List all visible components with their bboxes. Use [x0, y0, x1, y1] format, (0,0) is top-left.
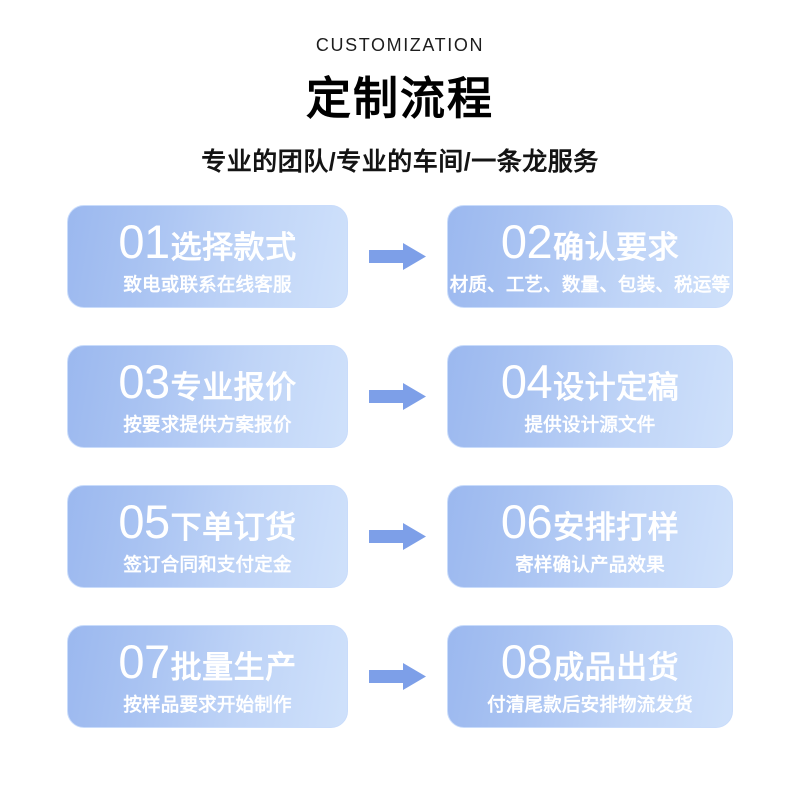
- step-card-heading: 03 专业报价: [118, 358, 296, 405]
- step-description: 材质、工艺、数量、包装、税运等: [449, 274, 731, 296]
- arrow-right-icon: [369, 243, 426, 270]
- step-title: 下单订货: [170, 510, 297, 546]
- arrow-right-icon: [369, 663, 426, 690]
- step-number: 08: [500, 635, 553, 689]
- step-card-04[interactable]: 04 设计定稿 提供设计源文件: [447, 345, 733, 448]
- step-title: 批量生产: [170, 650, 297, 686]
- step-number: 06: [500, 495, 553, 549]
- step-number: 05: [118, 495, 170, 549]
- step-card-03[interactable]: 03 专业报价 按要求提供方案报价: [67, 345, 348, 448]
- step-card-heading: 06 安排打样: [501, 498, 679, 545]
- step-card-heading: 07 批量生产: [118, 638, 296, 685]
- arrow-right-icon: [369, 523, 426, 550]
- step-row: 01 选择款式 致电或联系在线客服 02 确认要求 材质、工艺、数量、包装、税运…: [0, 205, 800, 308]
- step-title: 选择款式: [170, 230, 297, 266]
- step-title: 成品出货: [553, 650, 680, 686]
- step-card-07[interactable]: 07 批量生产 按样品要求开始制作: [67, 625, 348, 728]
- step-number: 04: [500, 355, 553, 409]
- step-description: 按样品要求开始制作: [123, 694, 292, 716]
- step-number: 07: [118, 635, 170, 689]
- step-card-heading: 01 选择款式: [118, 218, 296, 265]
- step-number: 02: [500, 215, 553, 269]
- step-card-06[interactable]: 06 安排打样 寄样确认产品效果: [447, 485, 733, 588]
- step-card-01[interactable]: 01 选择款式 致电或联系在线客服: [67, 205, 348, 308]
- page-title: 定制流程: [305, 73, 494, 124]
- step-card-02[interactable]: 02 确认要求 材质、工艺、数量、包装、税运等: [447, 205, 733, 308]
- page-subtitle: 专业的团队/专业的车间/一条龙服务: [201, 148, 599, 176]
- step-number: 03: [118, 355, 170, 409]
- eyebrow-label: CUSTOMIZATION: [315, 35, 485, 55]
- arrow-right-icon: [369, 383, 426, 410]
- step-row: 03 专业报价 按要求提供方案报价 04 设计定稿 提供设计源文件: [0, 345, 800, 448]
- step-title: 确认要求: [553, 230, 680, 266]
- step-card-08[interactable]: 08 成品出货 付清尾款后安排物流发货: [447, 625, 733, 728]
- step-description: 签订合同和支付定金: [123, 554, 292, 576]
- step-title: 安排打样: [553, 510, 680, 546]
- step-card-heading: 08 成品出货: [501, 638, 679, 685]
- step-row: 05 下单订货 签订合同和支付定金 06 安排打样 寄样确认产品效果: [0, 485, 800, 588]
- step-description: 提供设计源文件: [524, 414, 656, 436]
- step-title: 设计定稿: [553, 370, 680, 406]
- step-card-05[interactable]: 05 下单订货 签订合同和支付定金: [67, 485, 348, 588]
- step-description: 寄样确认产品效果: [515, 554, 665, 576]
- process-steps: 01 选择款式 致电或联系在线客服 02 确认要求 材质、工艺、数量、包装、税运…: [0, 205, 800, 728]
- step-card-heading: 05 下单订货: [118, 498, 296, 545]
- step-description: 致电或联系在线客服: [123, 274, 292, 296]
- step-description: 付清尾款后安排物流发货: [487, 694, 693, 716]
- page-header: CUSTOMIZATION 定制流程 专业的团队/专业的车间/一条龙服务: [0, 0, 800, 175]
- step-row: 07 批量生产 按样品要求开始制作 08 成品出货 付清尾款后安排物流发货: [0, 625, 800, 728]
- step-number: 01: [118, 215, 170, 269]
- step-title: 专业报价: [170, 370, 297, 406]
- step-description: 按要求提供方案报价: [123, 414, 292, 436]
- step-card-heading: 04 设计定稿: [501, 358, 679, 405]
- step-card-heading: 02 确认要求: [501, 218, 679, 265]
